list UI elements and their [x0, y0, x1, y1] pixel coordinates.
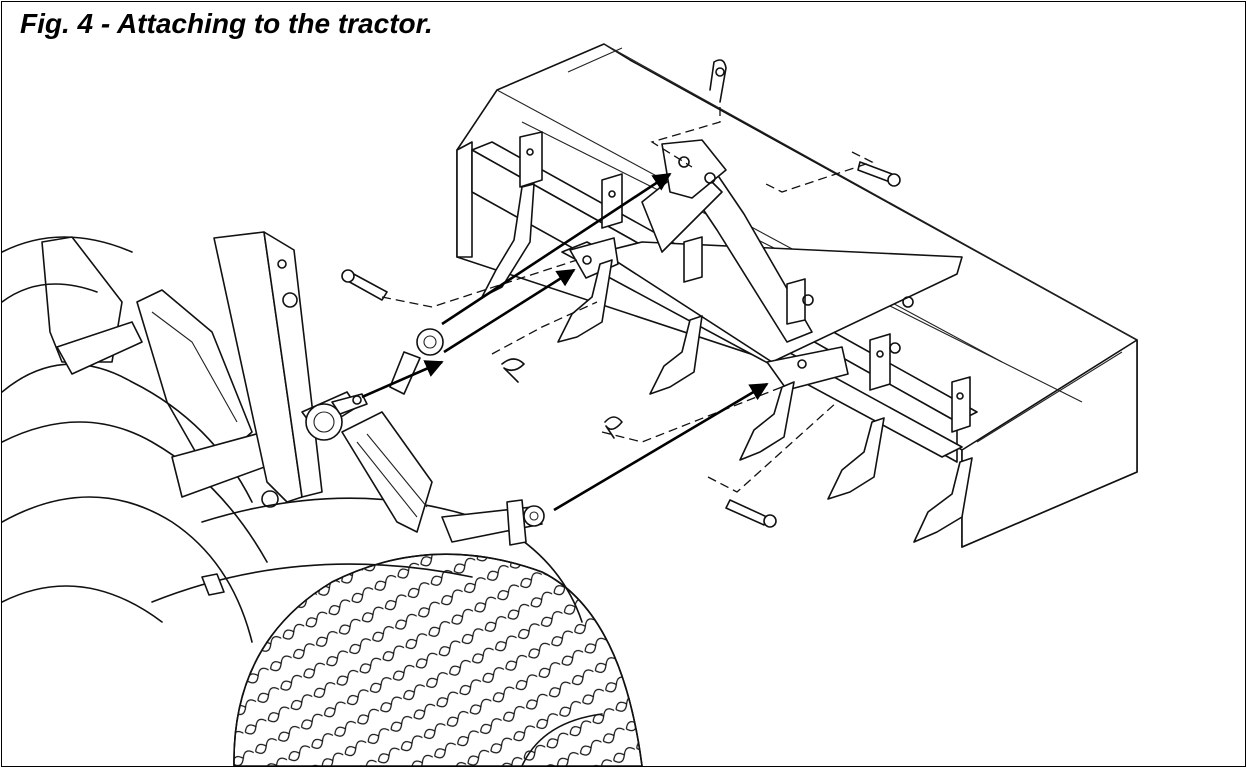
box-scraper [456, 43, 1138, 548]
tractor [2, 231, 583, 643]
attachment-arrows [361, 172, 769, 512]
ripper-shanks [481, 183, 973, 543]
figure-caption: Fig. 4 - Attaching to the tractor. [20, 8, 433, 39]
hitch-pins [341, 59, 901, 528]
rear-tire [233, 553, 643, 766]
alignment-lines [381, 107, 874, 493]
